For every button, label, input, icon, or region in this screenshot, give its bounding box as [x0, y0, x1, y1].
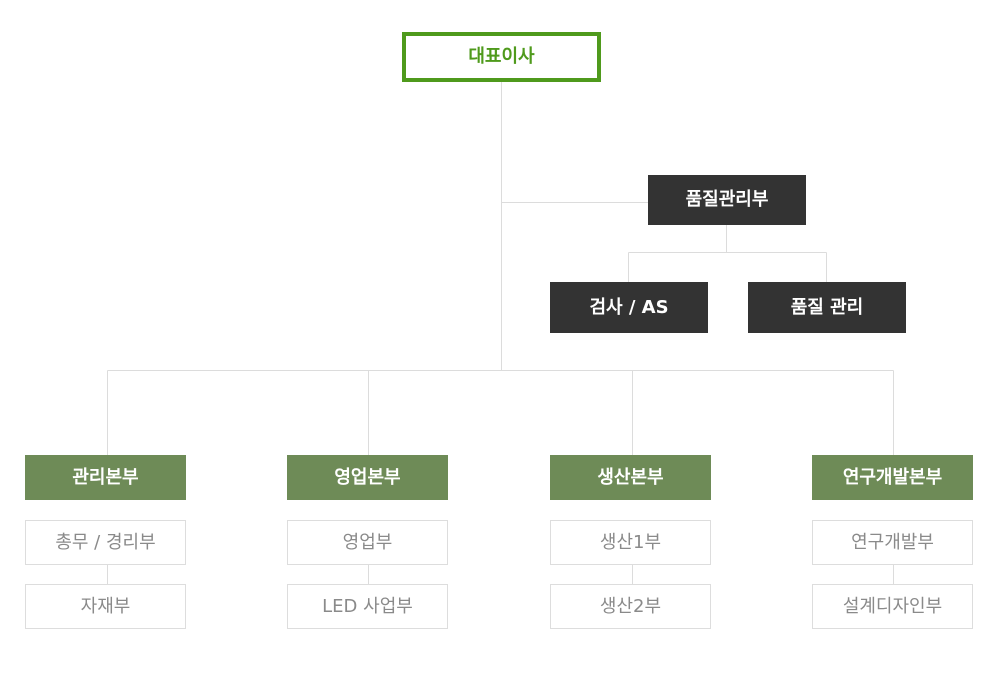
quality-dept-box: 품질관리부 — [648, 175, 806, 225]
division-label: 생산본부 — [597, 466, 664, 488]
division-box-production: 생산본부 — [550, 455, 711, 500]
team-box: 영업부 — [287, 520, 448, 565]
team-label: 영업부 — [342, 531, 393, 553]
team-box: 자재부 — [25, 584, 186, 629]
inspection-as-box: 검사 / AS — [550, 282, 708, 333]
team-label: 연구개발부 — [851, 531, 934, 553]
quality-dept-label: 품질관리부 — [685, 189, 769, 210]
division-label: 관리본부 — [72, 466, 139, 488]
ceo-box: 대표이사 — [402, 32, 601, 82]
inspection-as-label: 검사 / AS — [589, 296, 669, 318]
quality-control-box: 품질 관리 — [748, 282, 906, 333]
team-box: LED 사업부 — [287, 584, 448, 629]
team-box: 생산2부 — [550, 584, 711, 629]
division-box-rnd: 연구개발본부 — [812, 455, 973, 500]
division-box-management: 관리본부 — [25, 455, 186, 500]
team-label: 자재부 — [80, 595, 131, 617]
team-box: 설계디자인부 — [812, 584, 973, 629]
team-label: 총무 / 경리부 — [55, 531, 156, 553]
team-label: 설계디자인부 — [842, 595, 943, 617]
team-box: 총무 / 경리부 — [25, 520, 186, 565]
division-box-sales: 영업본부 — [287, 455, 448, 500]
division-label: 영업본부 — [334, 466, 401, 488]
ceo-label: 대표이사 — [468, 46, 535, 67]
division-label: 연구개발본부 — [842, 466, 943, 488]
team-label: LED 사업부 — [322, 595, 413, 617]
quality-control-label: 품질 관리 — [790, 296, 864, 318]
team-box: 생산1부 — [550, 520, 711, 565]
team-label: 생산2부 — [599, 595, 662, 617]
team-label: 생산1부 — [599, 531, 662, 553]
team-box: 연구개발부 — [812, 520, 973, 565]
